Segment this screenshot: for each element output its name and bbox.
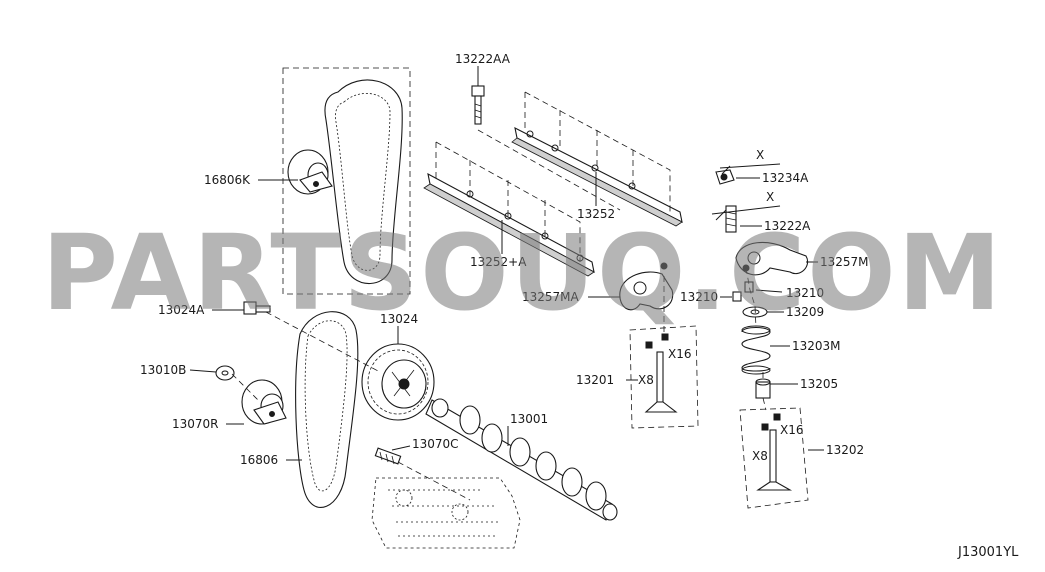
diagram-code: J13001YL [957, 545, 1019, 560]
label-13210-left: 13210 [680, 290, 718, 304]
camshaft-sprocket-13024 [361, 343, 435, 421]
timing-belt-lower [295, 311, 359, 508]
valve-spring-13203M [741, 325, 771, 375]
sprocket-axis-guide [231, 311, 471, 501]
sprocket-bolt-13024A [243, 301, 271, 315]
washer-13010B [215, 365, 235, 381]
bracket-lower-guides [435, 141, 581, 262]
engine-block-outline [371, 477, 521, 549]
camshaft-bracket-lower [423, 172, 595, 277]
label-13070C: 13070C [412, 437, 459, 451]
clearance-mark-upper [719, 163, 781, 175]
label-13234A: 13234A [762, 171, 809, 185]
label-13222AA: 13222AA [455, 52, 511, 66]
label-x16-left: X16 [668, 347, 692, 361]
valve-train-right-guide [745, 267, 767, 411]
bolt-13222AA [471, 85, 485, 125]
camshaft-13001 [425, 398, 618, 521]
adjust-screw-13222A [725, 205, 737, 233]
tensioner-pulley-13070R [241, 379, 287, 425]
leader-lines [189, 66, 824, 461]
label-16806K: 16806K [204, 173, 251, 187]
valve-seal-13205 [755, 378, 771, 399]
stud-13070C [374, 447, 402, 465]
label-13252A: 13252+A [470, 255, 527, 269]
label-x8-left: X8 [638, 373, 654, 387]
timing-belt-upper [324, 79, 403, 284]
nut-13234A [715, 169, 735, 185]
label-13209: 13209 [786, 305, 824, 319]
label-13203M: 13203M [792, 339, 841, 353]
valve-box-left [629, 325, 699, 429]
belt-tensioner-upper [287, 149, 333, 195]
label-16806: 16806 [240, 453, 278, 467]
label-13024A: 13024A [158, 303, 205, 317]
label-13070R: 13070R [172, 417, 219, 431]
label-x16-right: X16 [780, 423, 804, 437]
intake-valve-13201 [644, 333, 678, 413]
label-13024: 13024 [380, 312, 418, 326]
label-13210-right: 13210 [786, 286, 824, 300]
label-13001: 13001 [510, 412, 548, 426]
camshaft-bracket-upper [511, 126, 683, 227]
label-13257MA: 13257MA [522, 290, 580, 304]
label-13252: 13252 [577, 207, 615, 221]
rocker-arm-13257MA [619, 262, 674, 311]
label-13201: 13201 [576, 373, 614, 387]
exhaust-valve-13202 [756, 413, 793, 491]
valve-box-right [739, 407, 809, 509]
clearance-mark-lower [711, 205, 781, 221]
label-x-upper: X [756, 148, 764, 162]
label-13010B: 13010B [140, 363, 186, 377]
valve-cotter-13210 [732, 281, 754, 302]
label-x8-right: X8 [752, 449, 768, 463]
label-13202: 13202 [826, 443, 864, 457]
rocker-arm-13257M [735, 241, 808, 276]
timing-belt-group-box [282, 67, 411, 295]
label-13205: 13205 [800, 377, 838, 391]
label-x-lower: X [766, 190, 774, 204]
label-13222A: 13222A [764, 219, 811, 233]
label-13257M: 13257M [820, 255, 869, 269]
